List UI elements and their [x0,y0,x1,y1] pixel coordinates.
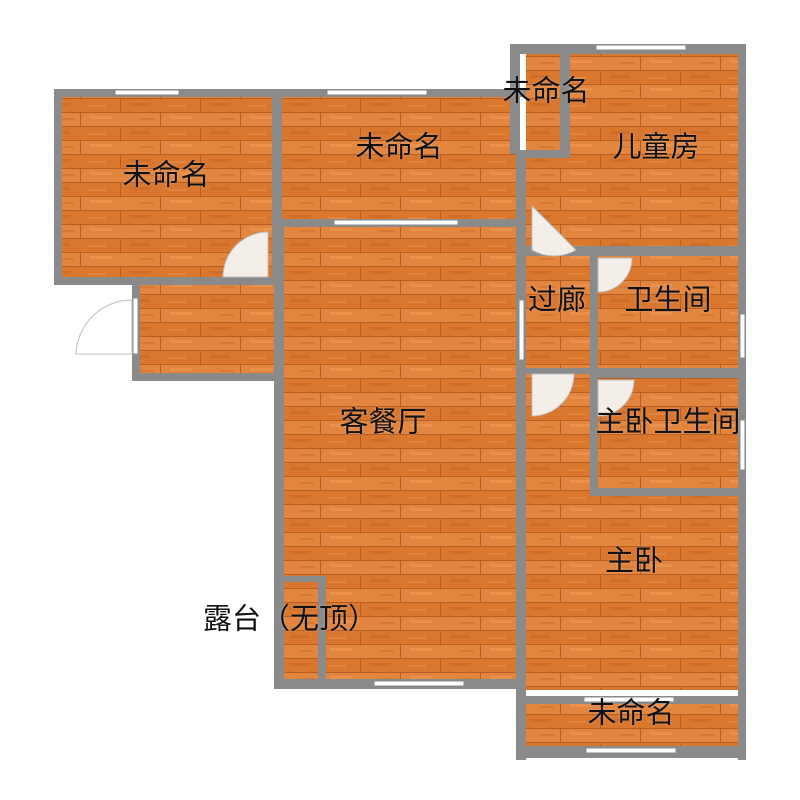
window-master-bottom [583,696,675,703]
room-label-living-dining: 客餐厅 [339,404,427,439]
door-master-bath [597,379,635,417]
window-living-lower [373,680,465,687]
door-bathroom [597,257,633,293]
room-label-unnamed-top: 未命名 [355,129,443,164]
window-master-bath [739,419,746,471]
window-living-upper [333,219,459,226]
room-label-master-bathroom: 主卧卫生间 [595,404,741,439]
floor-unnamed-top [282,97,516,219]
window-left-room [114,89,180,96]
room-label-unnamed-bottom: 未命名 [587,695,675,730]
room-label-unnamed-small: 未命名 [502,73,590,108]
room-label-corridor: 过廊 [527,282,587,317]
floor-terrace [282,582,320,680]
windows [114,44,746,754]
floor-entry [140,285,290,373]
room-label-kids-room: 儿童房 [612,129,700,164]
window-top-room [326,89,428,96]
window-kids-room [595,44,687,51]
door-corridor-master [531,373,575,417]
door-left-room [222,231,269,278]
room-label-bathroom: 卫生间 [624,282,712,317]
door-kids-room [531,204,577,257]
room-label-master-bedroom: 主卧 [604,543,664,578]
window-bath [739,313,746,359]
floor-master-bedroom [526,372,738,690]
entry-door-frame [132,297,139,355]
door-entry [75,299,133,355]
floor-corridor [526,256,590,372]
room-label-terrace: 露台（无顶） [202,601,378,636]
window-bottom-room [585,747,677,754]
window-corridor [518,299,525,361]
doors [75,204,635,417]
floor-unnamed-bottom [524,704,738,746]
room-label-unnamed-left: 未命名 [122,157,210,192]
